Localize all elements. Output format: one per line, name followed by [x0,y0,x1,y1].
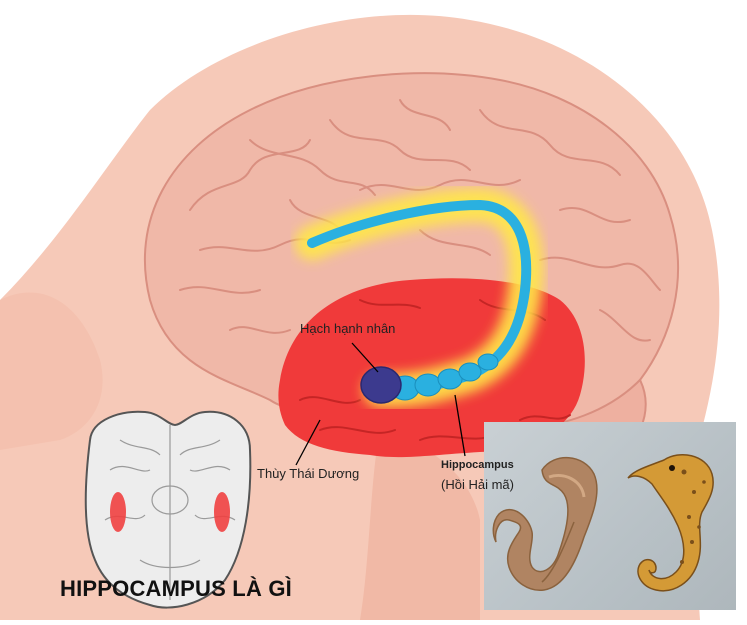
page-heading: HIPPOCAMPUS LÀ GÌ [60,576,292,602]
temporal-lobe-label: Thùy Thái Dương [257,466,359,481]
specimen-photo [484,422,736,610]
hippocampus-vietnamese-label: (Hồi Hải mã) [441,477,514,492]
hippocampus-label: Hippocampus [441,459,514,471]
amygdala-label: Hạch hạnh nhân [300,321,395,336]
amygdala [361,367,401,403]
specimen-photo-art [484,422,736,610]
seahorse-icon [628,455,713,591]
